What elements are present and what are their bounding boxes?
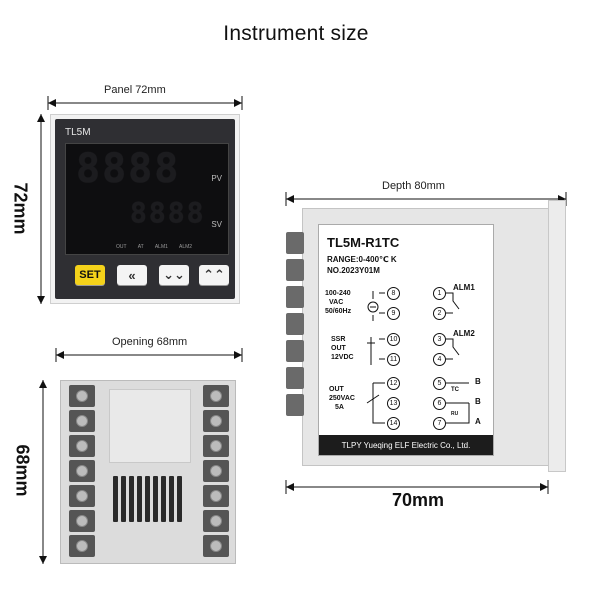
panel-height-label: 72mm: [10, 182, 31, 235]
width-label: 70mm: [392, 490, 445, 510]
rear-panel: [60, 380, 236, 564]
terminal-screw-icon: [203, 435, 229, 457]
set-button[interactable]: SET: [75, 265, 105, 285]
wiring-lines: [366, 291, 470, 424]
opening-height-dimension: [39, 380, 47, 564]
tc-label: TC: [451, 387, 459, 393]
page-title: Instrument size: [223, 22, 369, 45]
term-a-label: A: [475, 417, 481, 426]
terminal-screw-icon: [69, 510, 95, 532]
terminal-screw-icon: [69, 485, 95, 507]
side-terminals: [286, 232, 304, 421]
sv-label: SV: [211, 220, 222, 229]
rear-terminals-left: [69, 385, 95, 560]
terminal-6: 6: [433, 397, 446, 410]
label-model: TL5M-R1TC: [327, 235, 400, 250]
depth-dimension: [285, 192, 567, 206]
terminal-screw-icon: [69, 435, 95, 457]
terminal-screw-icon: [203, 385, 229, 407]
shift-left-button[interactable]: «: [117, 265, 147, 285]
up-button[interactable]: ⌃⌃: [199, 265, 229, 285]
front-model-label: TL5M: [65, 127, 91, 138]
led-alm2: ALM2: [179, 244, 193, 250]
front-bezel: TL5M 8888 PV 8888 SV OUT AT ALM1 ALM2 SE…: [55, 119, 235, 299]
panel-height-dimension: [37, 114, 45, 304]
terminal-block-icon: [286, 394, 304, 416]
terminal-screw-icon: [203, 535, 229, 557]
panel-width-label: Panel 72mm: [104, 84, 166, 96]
opening-width-dimension: [55, 348, 243, 362]
terminal-screw-icon: [203, 510, 229, 532]
pv-display: 8888: [76, 146, 181, 192]
terminal-4: 4: [433, 353, 446, 366]
terminal-screw-icon: [69, 535, 95, 557]
terminal-2: 2: [433, 307, 446, 320]
term-b1-label: B: [475, 377, 481, 386]
vent-slots: [113, 476, 185, 527]
terminal-9: 9: [387, 307, 400, 320]
terminal-screw-icon: [69, 385, 95, 407]
width-dimension: [285, 480, 549, 494]
front-bezel-side: [548, 200, 566, 472]
depth-label: Depth 80mm: [382, 180, 445, 192]
opening-height-label: 68mm: [12, 444, 33, 497]
sv-display: 8888: [130, 196, 206, 229]
terminal-block-icon: [286, 286, 304, 308]
rear-terminals-right: [203, 385, 229, 560]
terminal-screw-icon: [203, 410, 229, 432]
terminal-screw-icon: [69, 460, 95, 482]
terminal-block-icon: [286, 367, 304, 389]
terminal-11: 11: [387, 353, 400, 366]
terminal-screw-icon: [69, 410, 95, 432]
ru-label: RU: [451, 411, 459, 417]
company-name: TLPY Yueqing ELF Electric Co., Ltd.: [319, 435, 493, 455]
term-b2-label: B: [475, 397, 481, 406]
terminal-12: 12: [387, 377, 400, 390]
terminal-screw-icon: [203, 460, 229, 482]
indicator-leds: OUT AT ALM1 ALM2: [116, 244, 202, 250]
down-button[interactable]: ⌄⌄: [159, 265, 189, 285]
display-screen: 8888 PV 8888 SV OUT AT ALM1 ALM2: [65, 143, 229, 255]
terminal-7: 7: [433, 417, 446, 430]
panel-width-dimension: [47, 96, 243, 110]
terminal-10: 10: [387, 333, 400, 346]
led-alm1: ALM1: [154, 244, 168, 250]
label-number: NO.2023Y01M: [327, 266, 380, 275]
terminal-block-icon: [286, 340, 304, 362]
terminal-block-icon: [286, 259, 304, 281]
terminal-3: 3: [433, 333, 446, 346]
led-at: AT: [137, 244, 144, 250]
rear-window: [109, 389, 191, 463]
alm1-label: ALM1: [453, 283, 475, 292]
wiring-label: TL5M-R1TC RANGE:0-400℃ K NO.2023Y01M 100…: [318, 224, 494, 456]
alm2-label: ALM2: [453, 329, 475, 338]
opening-width-label: Opening 68mm: [112, 336, 188, 348]
pv-label: PV: [211, 174, 222, 183]
terminal-5: 5: [433, 377, 446, 390]
terminal-screw-icon: [203, 485, 229, 507]
terminal-block-icon: [286, 232, 304, 254]
terminal-14: 14: [387, 417, 400, 430]
terminal-1: 1: [433, 287, 446, 300]
terminal-13: 13: [387, 397, 400, 410]
front-panel: TL5M 8888 PV 8888 SV OUT AT ALM1 ALM2 SE…: [50, 114, 240, 304]
terminal-8: 8: [387, 287, 400, 300]
led-out: OUT: [116, 244, 127, 250]
label-range: RANGE:0-400℃ K: [327, 255, 397, 264]
terminal-block-icon: [286, 313, 304, 335]
